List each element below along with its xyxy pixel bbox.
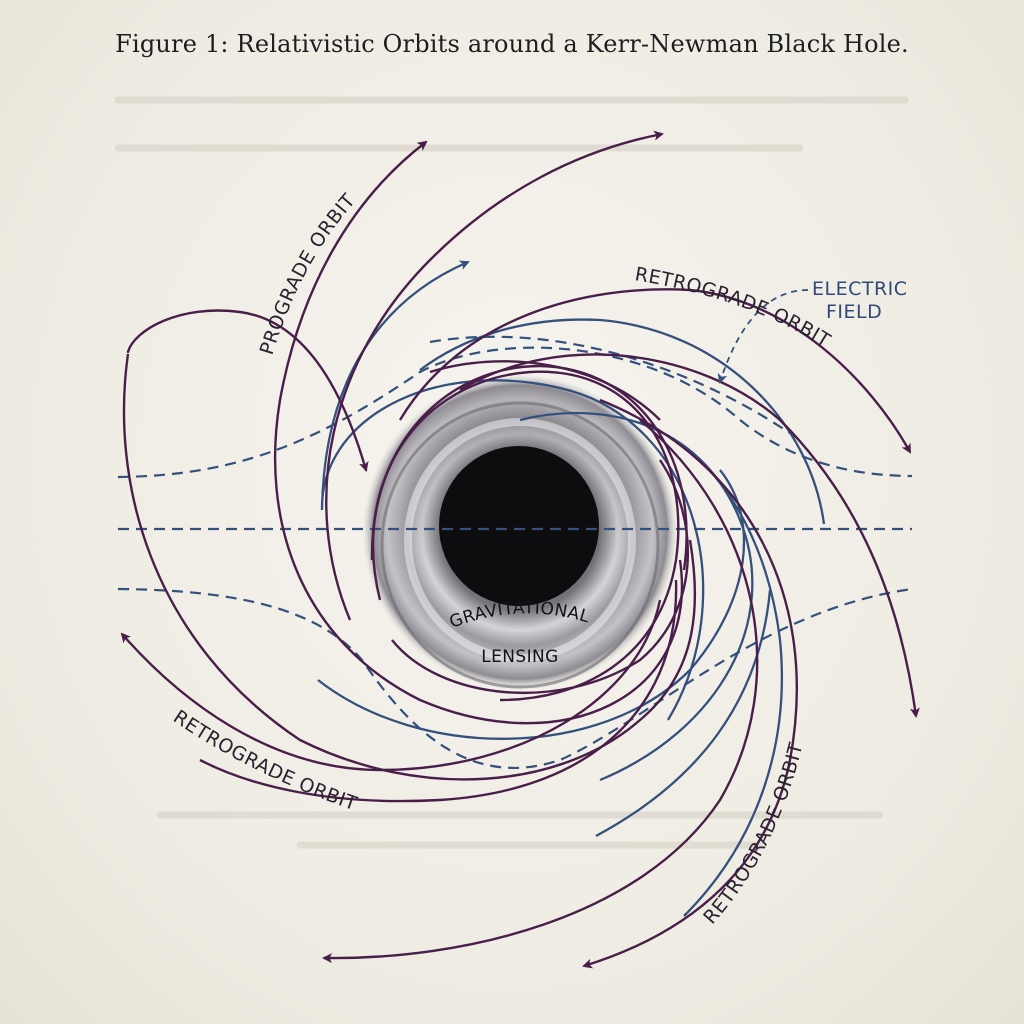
label-gravitational-lensing-line2: LENSING bbox=[481, 647, 558, 667]
label-retrograde-orbit-top: RETROGRADE ORBIT bbox=[633, 263, 834, 352]
event-horizon bbox=[439, 446, 599, 606]
orbit-bottom-right bbox=[582, 398, 798, 969]
orbit-retrograde-left bbox=[199, 579, 678, 803]
orbit-inner-ring-4 bbox=[429, 360, 661, 421]
label-retrograde-orbit-bottom: RETROGRADE ORBIT bbox=[699, 740, 807, 928]
orbit-left-lower bbox=[120, 599, 662, 772]
field-spiral-tail bbox=[595, 589, 772, 838]
figure-caption: Figure 1: Relativistic Orbits around a K… bbox=[115, 30, 909, 58]
orbits bbox=[120, 130, 920, 969]
orbit-inner-ring-3 bbox=[391, 459, 690, 695]
field-spiral-arc bbox=[419, 318, 826, 525]
orbit-left-arc bbox=[126, 309, 369, 472]
orbit-retrograde-top bbox=[398, 288, 912, 454]
field-line-lower bbox=[117, 587, 913, 770]
orbit-prograde-outer bbox=[273, 140, 683, 725]
orbit-right-long bbox=[459, 353, 920, 718]
orbit-bottom-long bbox=[322, 419, 759, 964]
field-line-upper bbox=[117, 346, 913, 479]
orbit-left-long bbox=[122, 353, 697, 781]
label-electric-field-line2: FIELD bbox=[826, 301, 882, 323]
orbit-inner-ring-2 bbox=[370, 364, 688, 571]
label-electric-field-line1: ELECTRIC bbox=[812, 278, 908, 300]
field-spiral-long bbox=[683, 459, 783, 917]
electric-field-pointer bbox=[717, 289, 809, 384]
label-prograde-orbit: PROGRADE ORBIT bbox=[256, 190, 360, 358]
orbit-top-arc bbox=[325, 130, 664, 621]
field-spiral-right bbox=[519, 411, 754, 782]
label-retrograde-orbit-left: RETROGRADE ORBIT bbox=[169, 706, 360, 815]
